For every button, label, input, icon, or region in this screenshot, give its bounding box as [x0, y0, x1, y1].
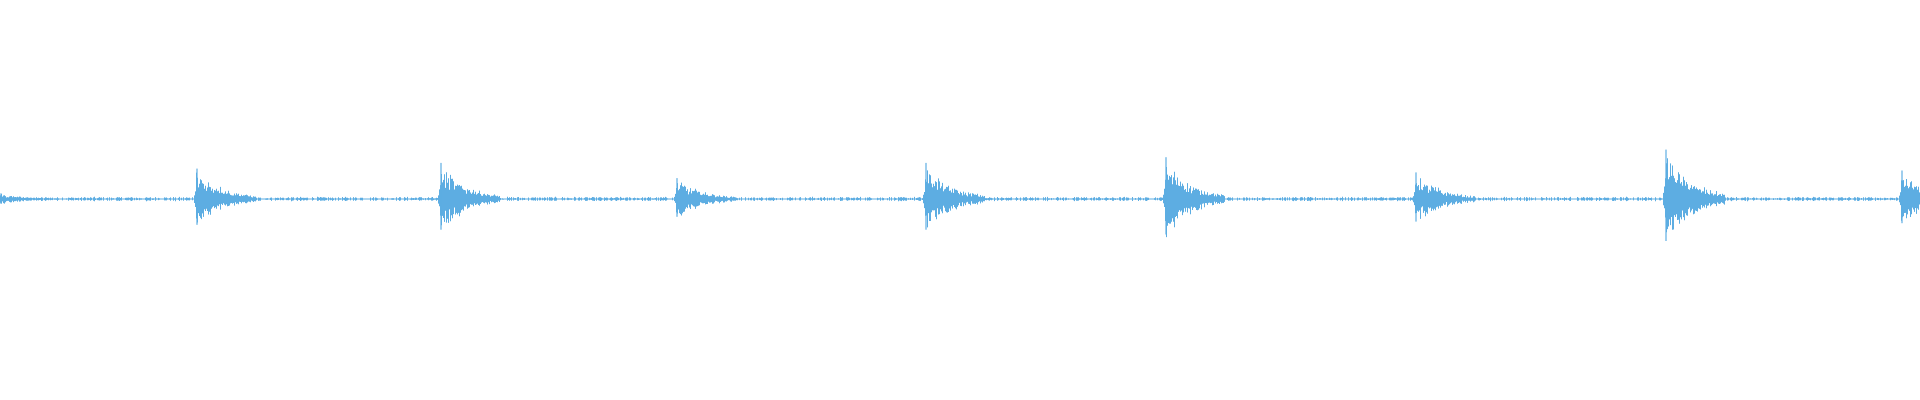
waveform-samples	[0, 158, 1920, 238]
waveform-body	[0, 158, 1920, 238]
